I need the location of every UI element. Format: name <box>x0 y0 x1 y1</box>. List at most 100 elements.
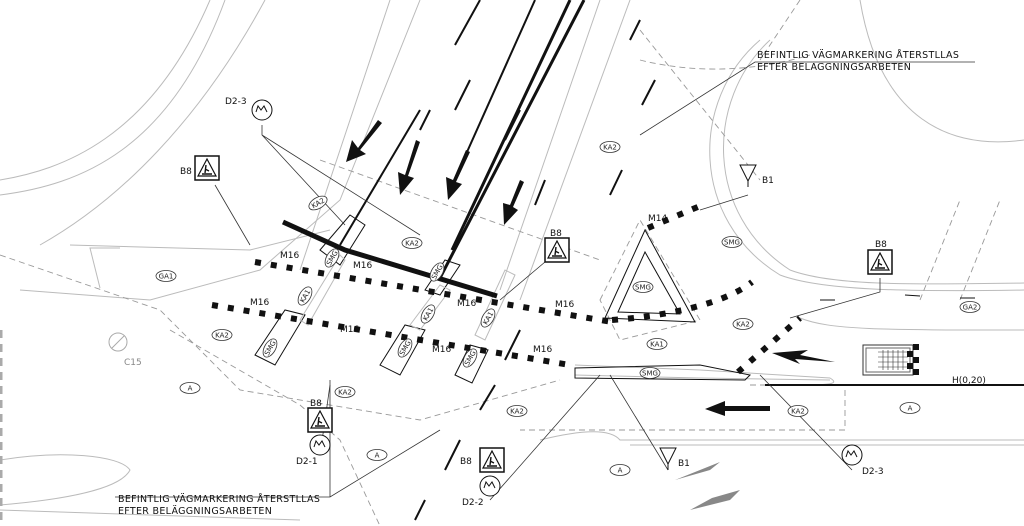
arrow-icon <box>772 350 835 364</box>
material-label-ka2: KA2 <box>334 386 356 398</box>
keep-right-icon <box>483 480 496 489</box>
material-text: KA2 <box>603 144 617 152</box>
sign-d2-1: D2-1 <box>296 434 331 467</box>
callout-text-top-line1: BEFINTLIG VÄGMARKERING ÅTERSTLLAS <box>757 49 959 61</box>
pedestrian-crossing-icon <box>197 157 217 177</box>
marking-labels: M16 M16 M16 M16 M16 M16 M16 M16 M14 H(0,… <box>250 214 986 386</box>
label-m16: M16 <box>432 345 451 355</box>
material-text: GA2 <box>963 304 978 312</box>
material-label-ka2: KA2 <box>506 405 528 417</box>
arrow-icon <box>446 150 470 200</box>
material-text: KA2 <box>338 389 352 397</box>
material-label-smg: SMG <box>397 338 413 358</box>
arrow-icon <box>503 180 524 225</box>
sign-c15: C15 <box>108 332 142 368</box>
material-text: KA2 <box>791 408 805 416</box>
material-label-ga2: GA2 <box>959 301 981 313</box>
direction-arrows <box>346 120 835 510</box>
label-m16: M16 <box>533 345 552 355</box>
crossing-symbol <box>862 344 919 376</box>
material-label-ka2: KA2 <box>732 318 754 330</box>
sign-code: B8 <box>875 240 887 250</box>
material-text: KA1 <box>650 341 664 349</box>
material-label-a: A <box>609 464 631 476</box>
arrow-icon <box>398 140 420 195</box>
arrow-icon <box>705 401 770 416</box>
label-h-020: H(0,20) <box>952 376 986 386</box>
material-label-a: A <box>366 449 388 461</box>
keep-right-icon <box>845 449 858 458</box>
pedestrian-crossing-icon <box>870 251 890 271</box>
material-text: KA2 <box>510 408 524 416</box>
material-label-ka2: KA2 <box>308 195 328 210</box>
material-text: KA2 <box>215 332 229 340</box>
pedestrian-crossing-icon <box>547 239 567 259</box>
sign-code: D2-2 <box>462 498 484 508</box>
sign-b1: B1 <box>659 447 690 470</box>
sign-b8: B8 <box>867 240 893 275</box>
sign-code: B8 <box>310 399 322 409</box>
keep-right-icon <box>313 439 326 448</box>
sign-code: D2-3 <box>862 467 884 477</box>
lane-lines <box>281 0 1024 521</box>
label-m16: M16 <box>250 298 269 308</box>
sign-b8: B8 <box>307 399 333 433</box>
label-m16: M16 <box>280 251 299 261</box>
dotted-markings <box>211 203 802 375</box>
sign-code: D2-1 <box>296 457 318 467</box>
label-m16: M16 <box>340 325 359 335</box>
traffic-islands <box>254 214 752 384</box>
pedestrian-crossing-icon <box>482 449 502 469</box>
yield-triangle-icon <box>659 447 677 466</box>
material-label-ka1: KA1 <box>480 308 495 328</box>
material-text: SMG <box>642 370 658 378</box>
material-label-a: A <box>899 402 921 414</box>
sign-d2-3: D2-3 <box>841 444 884 477</box>
sign-code: D2-3 <box>225 97 247 107</box>
material-text: A <box>618 467 623 475</box>
material-label-ka2: KA2 <box>211 329 233 341</box>
sign-b8: B8 <box>544 229 570 263</box>
keep-right-icon <box>255 104 268 113</box>
sign-code: B8 <box>460 457 472 467</box>
sign-d2-3: D2-3 <box>225 97 273 121</box>
material-label-smg: SMG <box>262 338 278 358</box>
sign-b1: B1 <box>739 164 774 187</box>
sign-b8: B8 <box>460 447 505 473</box>
material-label-smg: SMG <box>632 281 654 293</box>
label-m16: M16 <box>555 300 574 310</box>
callout-text-bottom-line1: BEFINTLIG VÄGMARKERING ÅTERSTLLAS <box>118 493 320 505</box>
material-text: A <box>375 452 380 460</box>
material-label-ka1: KA1 <box>646 338 668 350</box>
callout-text-top-line2: EFTER BELAGGNINGSARBETEN <box>757 62 911 73</box>
sign-d2-2: D2-2 <box>462 475 501 508</box>
sign-code: B1 <box>678 459 690 469</box>
callout-text-bottom-line2: EFTER BELÄGGNINGSARBETEN <box>118 506 272 517</box>
material-text: KA2 <box>405 240 419 248</box>
arrow-icon <box>675 462 740 510</box>
material-label-smg: SMG <box>639 367 661 379</box>
label-m14: M14 <box>648 214 667 224</box>
leader-lines <box>115 61 975 501</box>
material-label-ka1: KA1 <box>420 304 435 324</box>
material-label-ka2: KA2 <box>599 141 621 153</box>
sign-b8: B8 <box>180 155 220 181</box>
material-text: KA2 <box>736 321 750 329</box>
arrow-icon <box>346 120 382 162</box>
sign-code: B8 <box>550 229 562 239</box>
material-label-a: A <box>179 382 201 394</box>
material-label-ka2: KA2 <box>401 237 423 249</box>
material-label-ka2: KA2 <box>787 405 809 417</box>
sign-code: C15 <box>124 358 142 368</box>
material-text: SMG <box>635 284 651 292</box>
material-label-smg: SMG <box>324 248 340 268</box>
label-m16: M16 <box>353 261 372 271</box>
label-m16: M16 <box>457 299 476 309</box>
material-text: A <box>188 385 193 393</box>
pedestrian-crossing-icon <box>310 409 330 429</box>
material-text: A <box>908 405 913 413</box>
